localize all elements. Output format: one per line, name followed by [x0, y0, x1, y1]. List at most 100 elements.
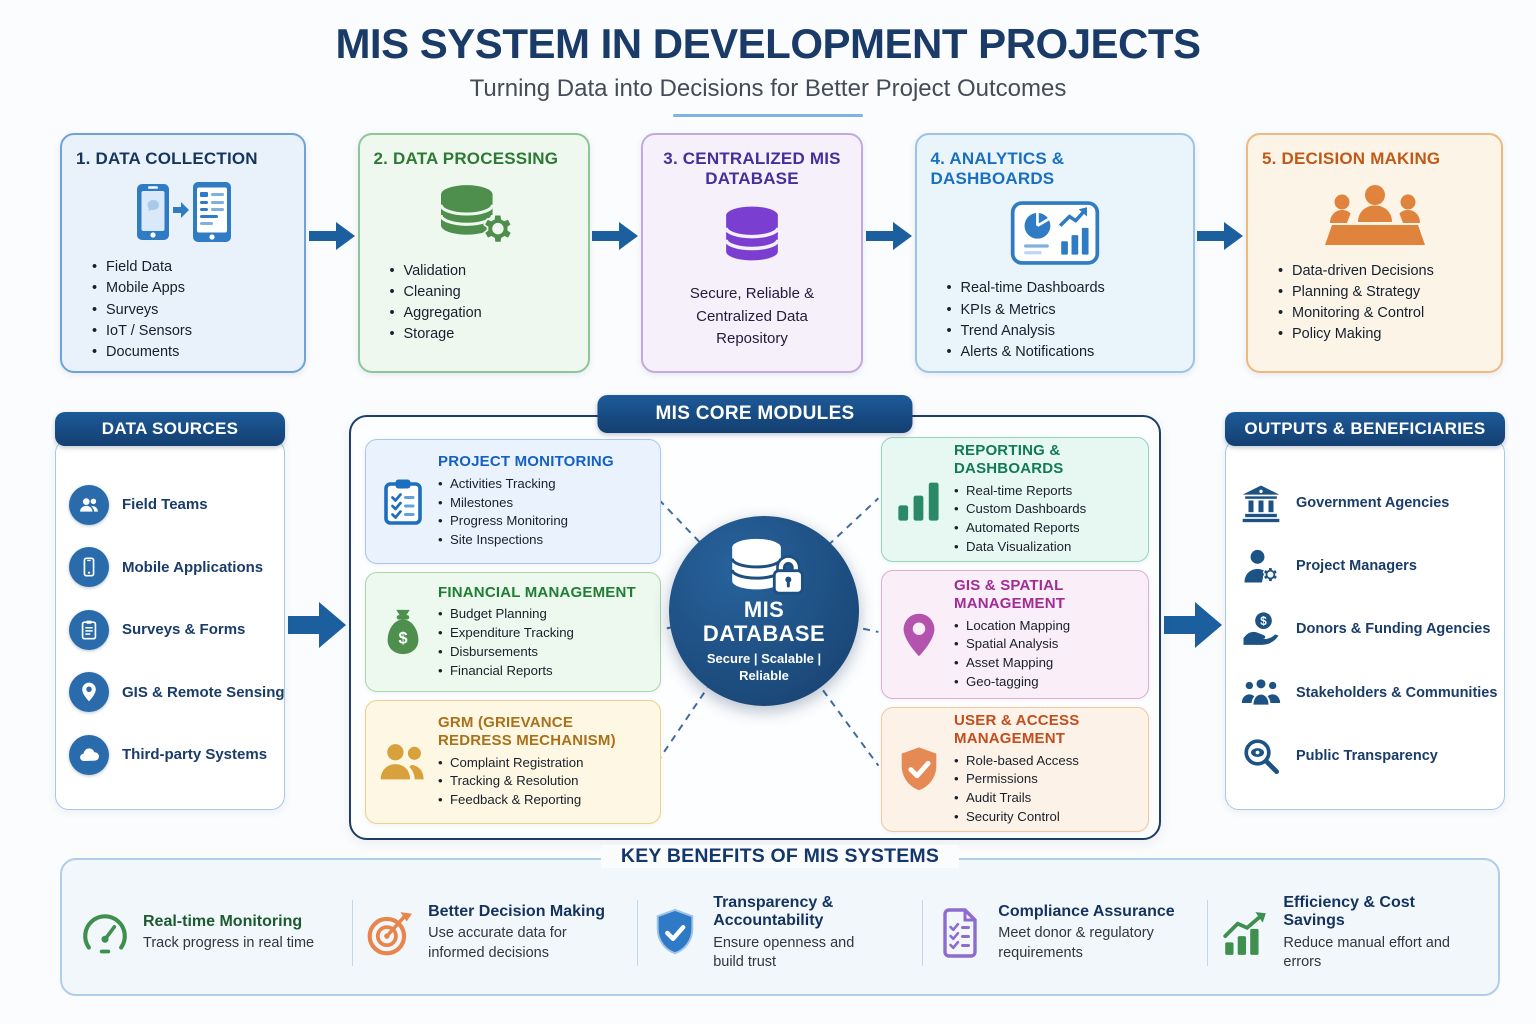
flow-step-bullets: Field DataMobile AppsSurveysIoT / Sensor…: [76, 257, 290, 363]
benefit-text: Better Decision Making Use accurate data…: [428, 903, 605, 963]
flow-step-centralized-database: 3. CENTRALIZED MIS DATABASE Secure, Reli…: [641, 133, 863, 373]
flow-step-bullets: Real-time DashboardsKPIs & MetricsTrend …: [931, 278, 1179, 363]
bullet-item: Custom Dashboards: [954, 500, 1136, 519]
benefits-header: KEY BENEFITS OF MIS SYSTEMS: [600, 845, 960, 868]
module-body: FINANCIAL MANAGEMENT Budget PlanningExpe…: [438, 584, 636, 681]
output-icon: [1239, 671, 1283, 715]
bullet-item: Alerts & Notifications: [947, 342, 1179, 363]
bullet-item: Milestones: [438, 494, 614, 513]
bullet-item: Validation: [390, 261, 574, 282]
module-title: FINANCIAL MANAGEMENT: [438, 583, 636, 601]
bullet-item: Data Visualization: [954, 538, 1136, 557]
bullet-item: Audit Trails: [954, 789, 1136, 808]
module-financial-management: $ FINANCIAL MANAGEMENT Budget PlanningEx…: [365, 572, 661, 692]
module-title: PROJECT MONITORING: [438, 453, 614, 471]
section-arrow: [1161, 410, 1225, 840]
benefit-realtime-monitoring: Real-time Monitoring Track progress in r…: [68, 908, 352, 958]
meeting-icon: [1323, 182, 1427, 246]
module-reporting-dashboards: REPORTING & DASHBOARDS Real-time Reports…: [881, 437, 1149, 562]
bullet-item: Role-based Access: [954, 752, 1136, 771]
bullet-item: Data-driven Decisions: [1278, 261, 1487, 282]
data-source-icon: [69, 672, 109, 712]
bullet-item: Activities Tracking: [438, 475, 614, 494]
flow-step-title: 1. DATA COLLECTION: [76, 149, 258, 168]
middle-section: DATA SOURCES Field Teams Mobile Applicat…: [55, 395, 1505, 840]
phone-tablet-icon: [131, 181, 235, 243]
subtitle-underline: [673, 114, 863, 117]
arrow-right-icon: [865, 221, 912, 251]
key-benefits-panel: KEY BENEFITS OF MIS SYSTEMS Real-time Mo…: [60, 845, 1500, 996]
bullet-item: Surveys: [92, 300, 290, 321]
module-bullets: Activities TrackingMilestonesProgress Mo…: [438, 475, 614, 550]
bullet-item: Monitoring & Control: [1278, 303, 1487, 324]
benefits-row: Real-time Monitoring Track progress in r…: [62, 860, 1498, 994]
module-body: GRM (GRIEVANCE REDRESS MECHANISM) Compla…: [438, 714, 648, 810]
flow-arrow: [590, 133, 642, 373]
module-title: GIS & SPATIAL MANAGEMENT: [954, 577, 1066, 613]
bullet-item: Mobile Apps: [92, 278, 290, 299]
flow-step-title: 4. ANALYTICS & DASHBOARDS: [930, 149, 1065, 188]
data-source-label: Mobile Applications: [122, 558, 264, 576]
svg-text:$: $: [1260, 615, 1267, 628]
bullet-item: Real-time Reports: [954, 482, 1136, 501]
bullet-item: IoT / Sensors: [92, 321, 290, 342]
benefit-description: Reduce manual effort and errors: [1283, 934, 1450, 970]
benefit-compliance: Compliance Assurance Meet donor & regula…: [923, 903, 1207, 963]
divider: [351, 900, 354, 966]
target-icon: [365, 908, 415, 958]
bullet-item: Financial Reports: [438, 662, 636, 681]
benefit-text: Transparency & Accountability Ensure ope…: [713, 894, 898, 972]
output-icon: [1239, 544, 1283, 588]
flow-arrow: [306, 133, 358, 373]
flow-step-decision-making: 5. DECISION MAKING Data-driven Decisions…: [1246, 133, 1503, 373]
outputs-header: OUTPUTS & BENEFICIARIES: [1225, 412, 1505, 446]
bullet-item: Tracking & Resolution: [438, 772, 648, 791]
data-source-label: GIS & Remote Sensing: [122, 683, 285, 701]
benefit-text: Real-time Monitoring Track progress in r…: [143, 913, 314, 954]
benefit-text: Compliance Assurance Meet donor & regula…: [998, 903, 1174, 963]
arrow-right-icon: [288, 599, 346, 651]
benefit-title: Better Decision Making: [428, 903, 606, 921]
bar-chart-icon: [894, 475, 944, 525]
money-bag-icon: $: [378, 607, 428, 657]
flow-step-icon-area: [931, 194, 1179, 271]
mis-core-modules-container: MIS CORE MODULES PROJECT MONITORING: [349, 395, 1161, 840]
data-sources-header: DATA SOURCES: [55, 412, 285, 446]
data-source-item: Field Teams: [69, 484, 271, 525]
output-icon: $: [1239, 607, 1283, 651]
flow-step-title: 2. DATA PROCESSING: [373, 149, 559, 168]
outputs-panel: OUTPUTS & BENEFICIARIES Government Agenc…: [1225, 412, 1505, 810]
checklist-doc-icon: [935, 908, 985, 958]
shield-check-icon: [894, 745, 944, 795]
module-body: REPORTING & DASHBOARDS Real-time Reports…: [954, 442, 1136, 556]
bullet-item: Spatial Analysis: [954, 635, 1136, 654]
benefit-better-decisions: Better Decision Making Use accurate data…: [353, 903, 637, 963]
flow-step-title: 3. CENTRALIZED MIS DATABASE: [663, 149, 841, 188]
bullet-item: Planning & Strategy: [1278, 282, 1487, 303]
flow-step-icon-area: [1262, 174, 1487, 254]
benefit-text: Efficiency & Cost Savings Reduce manual …: [1283, 894, 1468, 972]
module-body: PROJECT MONITORING Activities TrackingMi…: [438, 453, 614, 550]
bullet-item: Real-time Dashboards: [947, 278, 1179, 299]
flow-step-title: 5. DECISION MAKING: [1262, 149, 1441, 168]
benefit-description: Ensure openness and build trust: [713, 934, 855, 970]
flow-step-icon-area: [374, 174, 574, 254]
flow-step-icon-area: [657, 194, 847, 274]
output-item: Stakeholders & Communities: [1239, 671, 1497, 715]
module-bullets: Complaint RegistrationTracking & Resolut…: [438, 754, 648, 810]
bullet-item: Location Mapping: [954, 617, 1136, 636]
module-bullets: Location MappingSpatial AnalysisAsset Ma…: [954, 617, 1136, 692]
output-item: Government Agencies: [1239, 481, 1491, 525]
dashboard-icon: [1009, 200, 1101, 265]
flow-step-data-processing: 2. DATA PROCESSING ValidationCleaningAgg…: [357, 133, 590, 373]
benefit-transparency: Transparency & Accountability Ensure ope…: [638, 894, 922, 972]
bullet-item: Security Control: [954, 808, 1136, 827]
map-pin-icon: [894, 610, 944, 660]
bullet-item: Disbursements: [438, 643, 636, 662]
module-user-access: USER & ACCESS MANAGEMENT Role-based Acce…: [881, 707, 1149, 832]
bullet-item: Storage: [390, 324, 574, 345]
data-sources-list: Field Teams Mobile Applications Surveys …: [55, 439, 285, 810]
arrow-right-icon: [592, 221, 639, 251]
bullet-item: Budget Planning: [438, 605, 636, 624]
svg-text:$: $: [398, 630, 407, 648]
